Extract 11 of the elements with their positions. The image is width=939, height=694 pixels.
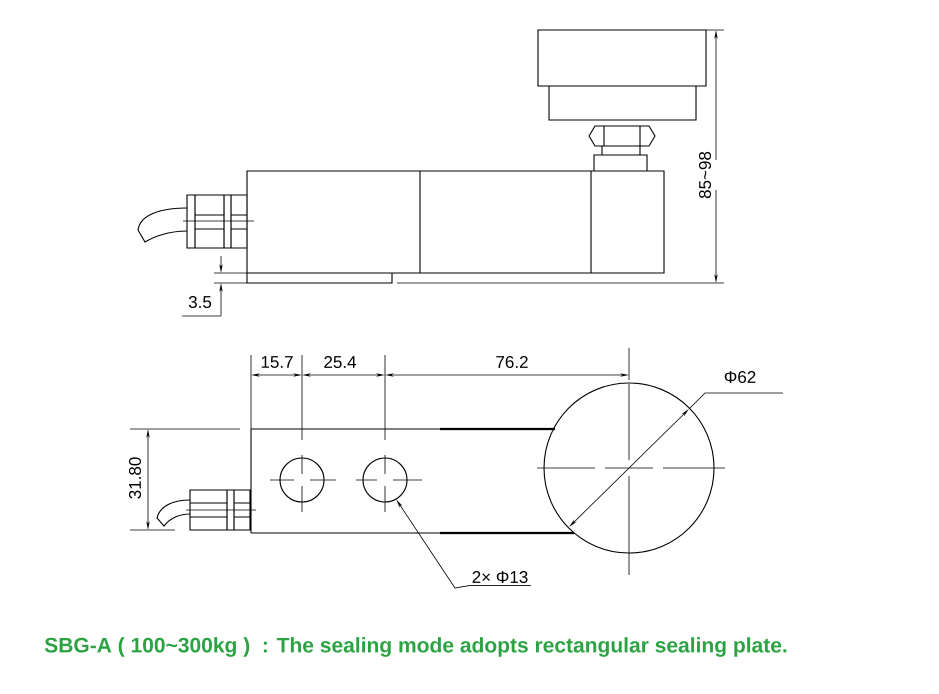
hole-circle xyxy=(279,457,325,503)
leader-label: 2× Φ13 xyxy=(472,571,528,584)
dimension-label: 31.80 xyxy=(128,457,142,499)
dimension-label: 76.2 xyxy=(496,356,528,368)
dimension-label: 3.5 xyxy=(188,296,212,308)
dimension-label: Φ62 xyxy=(724,370,756,384)
dimension-label: 15.7 xyxy=(262,356,293,368)
caption: SBG-A ( 100~300kg ) : The sealing mode adopts rectangular sealing plate. xyxy=(44,637,786,657)
hole-circle xyxy=(362,457,408,503)
dimension-label: 85~98 xyxy=(699,152,712,198)
dimension-label: 25.4 xyxy=(324,356,356,368)
